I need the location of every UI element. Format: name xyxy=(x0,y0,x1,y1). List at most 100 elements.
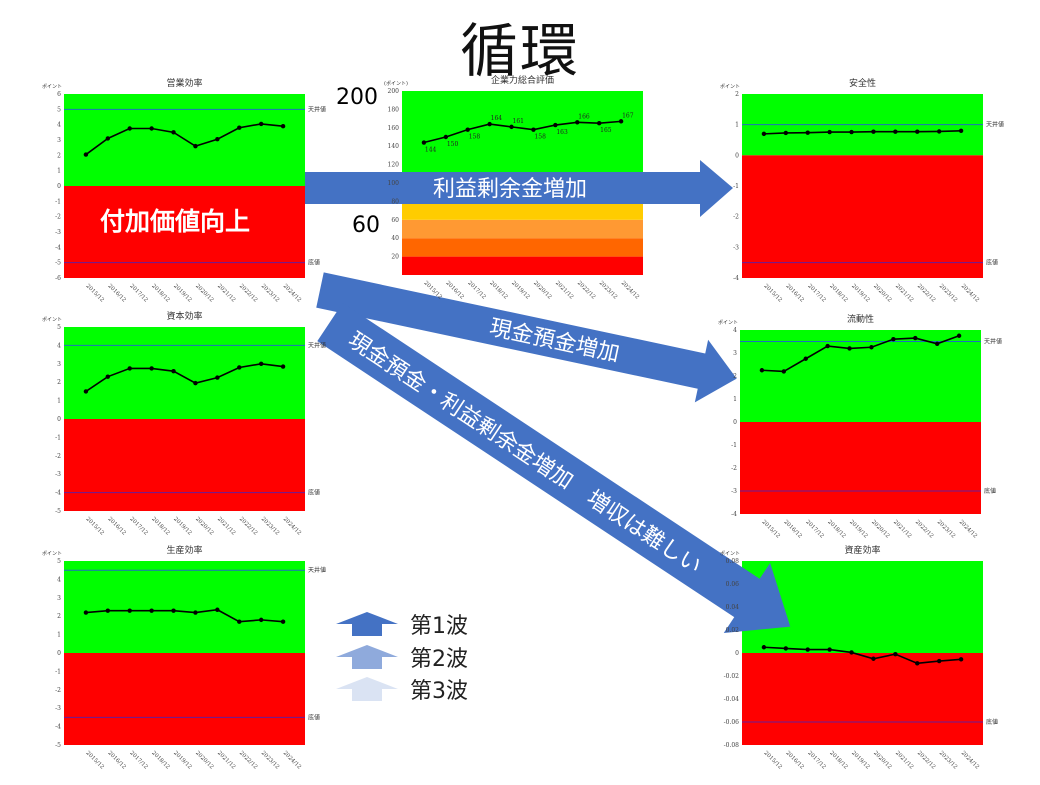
data-point xyxy=(237,125,242,130)
y-tick-label: 2 xyxy=(57,152,61,159)
y-tick-label: 0 xyxy=(733,419,737,426)
y-tick-label: -2 xyxy=(733,214,739,221)
x-tick-label: 2019/12 xyxy=(850,750,870,770)
y-tick-label: 80 xyxy=(391,198,399,205)
data-label: 164 xyxy=(491,115,503,122)
data-point xyxy=(193,143,198,149)
x-tick-label: 2015/12 xyxy=(84,516,104,536)
chart-plot-layer xyxy=(740,330,981,514)
y-tick-label: 2 xyxy=(57,379,61,386)
y-tick-label: 2 xyxy=(733,373,737,380)
y-tick-label: 3 xyxy=(57,361,61,368)
x-tick-label: 2017/12 xyxy=(466,280,486,300)
y-tick-label: 160 xyxy=(388,125,400,132)
slide-title: 循環 xyxy=(459,17,580,85)
x-tick-label: 2022/12 xyxy=(576,280,596,300)
ceiling-label: 天井値 xyxy=(308,566,326,574)
data-point xyxy=(759,368,765,373)
data-point xyxy=(487,121,492,127)
x-tick-label: 2016/12 xyxy=(106,750,126,770)
data-point xyxy=(618,119,624,124)
y-tick-label: 6 xyxy=(57,91,61,98)
y-axis-unit: ポイント xyxy=(42,550,62,557)
data-point xyxy=(871,129,876,134)
data-point xyxy=(849,129,854,135)
chart-title: 資本効率 xyxy=(166,310,202,322)
data-point xyxy=(915,661,920,666)
data-point xyxy=(149,126,154,131)
series-line xyxy=(761,334,960,373)
y-tick-label: 1 xyxy=(57,632,61,639)
x-tick-label: 2024/12 xyxy=(282,516,302,536)
y-tick-label: 140 xyxy=(388,143,400,150)
x-tick-label: 2016/12 xyxy=(784,283,804,303)
band-0 xyxy=(402,256,643,275)
y-tick-label: 0 xyxy=(57,416,61,423)
y-tick-label: -5 xyxy=(55,508,61,515)
y-tick-label: 1 xyxy=(733,396,737,403)
bad-zone xyxy=(64,419,305,511)
x-tick-label: 2021/12 xyxy=(554,280,574,300)
y-tick-label: 2 xyxy=(735,91,739,98)
chart-title: 企業力総合評価 xyxy=(491,74,554,86)
y-tick-label: -4 xyxy=(55,724,61,731)
y-tick-label: 2 xyxy=(57,613,61,620)
y-axis-unit: ポイント xyxy=(720,83,740,90)
x-tick-label: 2016/12 xyxy=(106,516,126,536)
data-point xyxy=(958,657,964,662)
y-tick-label: 5 xyxy=(57,558,61,565)
x-tick-label: 2017/12 xyxy=(128,750,148,770)
floor-label: 底値 xyxy=(984,487,996,495)
y-tick-label: -4 xyxy=(731,511,737,518)
data-point xyxy=(891,337,896,342)
data-point xyxy=(280,364,286,369)
data-point xyxy=(105,608,111,613)
y-tick-label: 1 xyxy=(57,168,61,175)
data-label: 167 xyxy=(622,112,634,119)
y-axis-unit: (ポイント) xyxy=(384,80,408,87)
data-point xyxy=(83,389,89,394)
floor-label: 底値 xyxy=(986,718,998,726)
x-tick-label: 2015/12 xyxy=(84,750,104,770)
data-point xyxy=(936,658,942,664)
ceiling-label: 天井値 xyxy=(308,105,326,113)
x-tick-label: 2024/12 xyxy=(958,519,978,539)
legend-item-wave-1: 第1波 xyxy=(336,608,468,640)
x-tick-label: 2023/12 xyxy=(260,283,280,303)
y-tick-label: 4 xyxy=(57,122,61,129)
chart-title: 生産効率 xyxy=(166,544,202,556)
y-tick-label: -3 xyxy=(55,471,61,478)
x-tick-label: 2016/12 xyxy=(106,283,126,303)
chart-title: 安全性 xyxy=(849,77,876,89)
data-point xyxy=(956,333,962,338)
y-axis-unit: ポイント xyxy=(42,83,62,90)
data-point xyxy=(215,137,220,142)
chart-text-layer: 資産効率ポイント-0.08-0.06-0.04-0.0200.020.040.0… xyxy=(720,544,998,771)
floor-label: 底値 xyxy=(308,713,320,721)
data-point xyxy=(934,341,940,346)
y-tick-label: -0.08 xyxy=(724,742,740,749)
data-point xyxy=(805,647,810,652)
band-3 xyxy=(402,201,643,220)
ceiling-label: 天井値 xyxy=(986,121,1004,129)
good-zone xyxy=(740,330,981,422)
y-tick-label: -2 xyxy=(55,453,61,460)
y-tick-label: -1 xyxy=(55,434,61,441)
data-point xyxy=(127,608,132,613)
data-point xyxy=(171,608,176,613)
x-tick-label: 2015/12 xyxy=(762,750,782,770)
data-label: 144 xyxy=(425,147,437,154)
floor-label: 底値 xyxy=(308,489,320,497)
y-tick-label: 0.04 xyxy=(726,604,740,611)
data-point xyxy=(280,124,286,129)
data-point xyxy=(827,129,832,135)
chart-title: 流動性 xyxy=(847,313,874,325)
y-tick-label: 0 xyxy=(735,152,739,159)
y-tick-label: 4 xyxy=(57,342,61,349)
y-tick-label: 0 xyxy=(735,650,739,657)
